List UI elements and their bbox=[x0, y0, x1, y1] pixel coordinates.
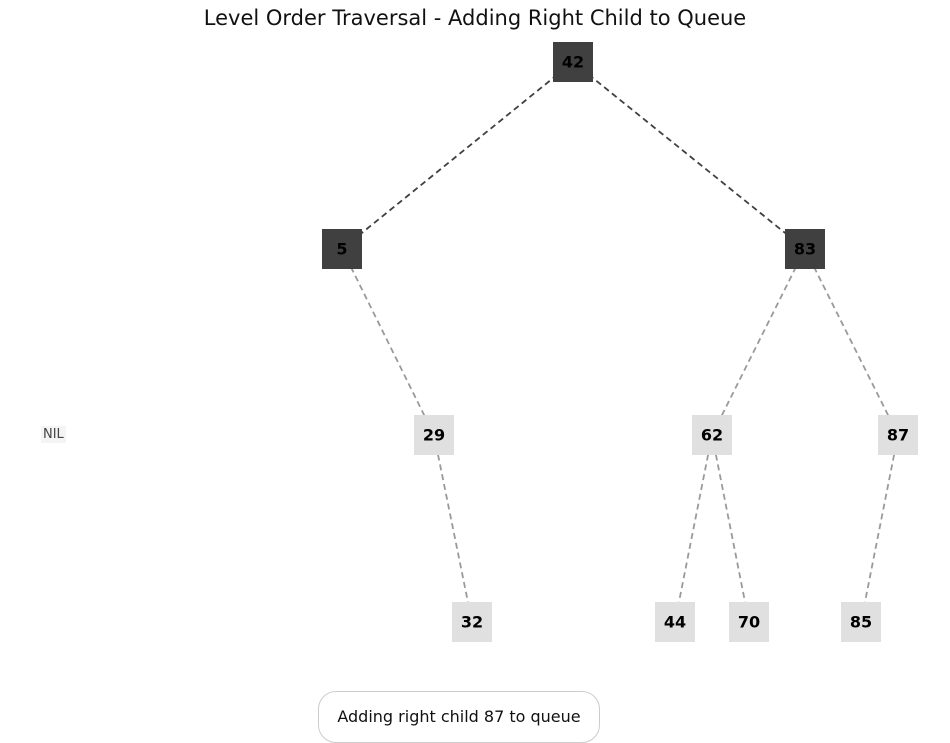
tree-node-label: 85 bbox=[850, 613, 872, 632]
tree-node-label: 5 bbox=[336, 240, 347, 259]
tree-node-label: 42 bbox=[562, 53, 584, 72]
tree-node-42: 42 bbox=[553, 42, 593, 82]
tree-node-box bbox=[692, 415, 732, 455]
tree-node-label: 32 bbox=[461, 613, 483, 632]
tree-node-87: 87 bbox=[878, 415, 918, 455]
tree-node-box bbox=[322, 229, 362, 269]
diagram-title: Level Order Traversal - Adding Right Chi… bbox=[203, 6, 747, 30]
tree-node-box bbox=[729, 602, 769, 642]
tree-node-62: 62 bbox=[692, 415, 732, 455]
tree-node-box bbox=[841, 602, 881, 642]
tree-node-label: 44 bbox=[664, 613, 686, 632]
tree-node-box bbox=[553, 42, 593, 82]
status-message: Adding right child 87 to queue bbox=[318, 691, 600, 743]
tree-node-label: 62 bbox=[701, 426, 723, 445]
tree-node-label: 29 bbox=[423, 426, 445, 445]
tree-node-box bbox=[452, 602, 492, 642]
tree-edge-62-70 bbox=[711, 434, 750, 623]
tree-node-box bbox=[878, 415, 918, 455]
tree-node-label: 83 bbox=[794, 240, 816, 259]
nil-label: NIL bbox=[41, 426, 66, 443]
tree-edge-87-85 bbox=[860, 434, 899, 623]
tree-edge-29-32 bbox=[433, 434, 473, 623]
tree-edge-42-83 bbox=[572, 61, 806, 250]
tree-node-box bbox=[414, 415, 454, 455]
tree-node-44: 44 bbox=[655, 602, 695, 642]
tree-node-box bbox=[785, 229, 825, 269]
tree-node-5: 5 bbox=[322, 229, 362, 269]
tree-edge-83-87 bbox=[804, 248, 899, 436]
tree-node-label: 70 bbox=[738, 613, 760, 632]
nodes-layer: 42 5 83 29 62 87 32 44 70 85 bbox=[322, 42, 918, 642]
tree-node-83: 83 bbox=[785, 229, 825, 269]
tree-node-85: 85 bbox=[841, 602, 881, 642]
tree-node-32: 32 bbox=[452, 602, 492, 642]
tree-node-29: 29 bbox=[414, 415, 454, 455]
edges-layer bbox=[341, 61, 899, 623]
tree-node-box bbox=[655, 602, 695, 642]
tree-node-70: 70 bbox=[729, 602, 769, 642]
tree-edge-5-29 bbox=[341, 248, 435, 436]
tree-node-label: 87 bbox=[887, 426, 909, 445]
tree-edge-62-44 bbox=[674, 434, 713, 623]
tree-edge-83-62 bbox=[711, 248, 806, 436]
tree-edge-42-5 bbox=[341, 61, 574, 250]
